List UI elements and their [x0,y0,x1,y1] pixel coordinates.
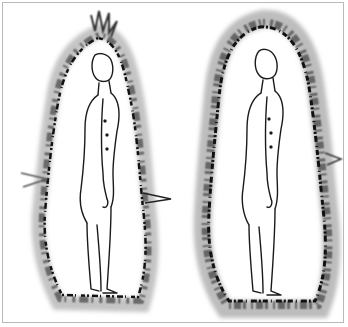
image-frame [2,2,344,323]
aura-figures-illustration [3,3,345,324]
right-figure [242,49,283,295]
left-figure [80,54,119,293]
right-aura [203,19,341,309]
